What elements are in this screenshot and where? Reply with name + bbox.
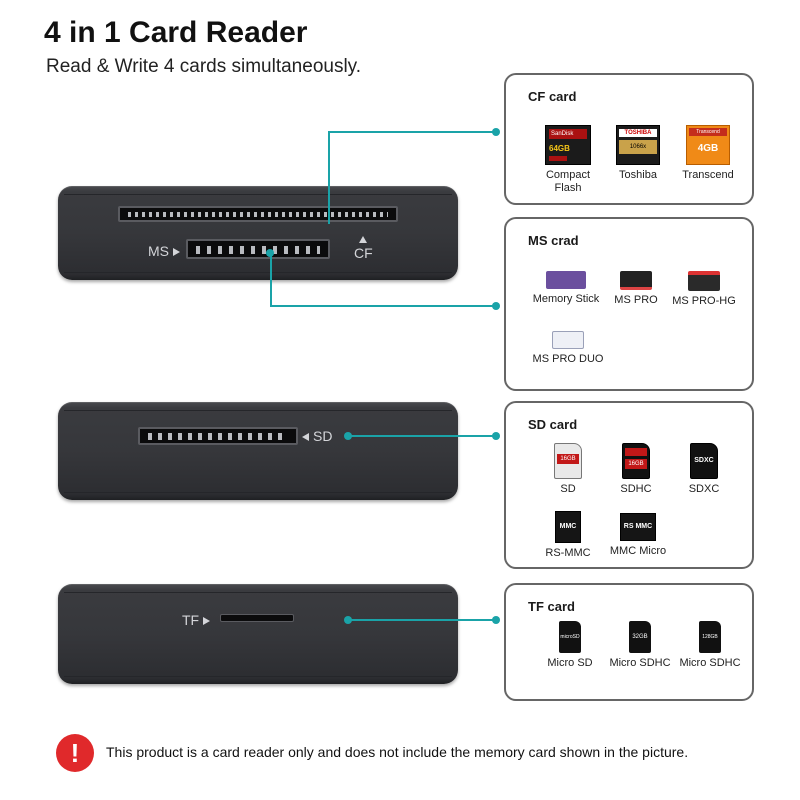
cf-slot-label: CF <box>354 236 373 261</box>
cf-card-icon: Transcend 4GB <box>686 125 730 165</box>
arrow-right-icon <box>203 617 211 626</box>
card-label: SD <box>560 483 576 495</box>
sd-slot-label: SD <box>302 428 332 444</box>
card-item-micro-sd: microSD Micro SD <box>534 621 606 670</box>
warning-icon: ! <box>56 734 94 772</box>
panel-title: SD card <box>528 417 578 432</box>
ms-card-panel: MS crad Memory Stick MS PRO MS PRO-HG MS… <box>504 217 754 391</box>
card-label: MS PRO <box>614 294 658 306</box>
cf-card-icon: SanDisk 64GB <box>545 125 591 165</box>
card-label: SDHC <box>620 483 652 495</box>
card-label: Micro SDHC <box>679 657 741 669</box>
card-item-ms-pro-hg: MS PRO-HG <box>664 271 744 308</box>
ms-slot <box>186 239 330 259</box>
reader-tf-device: TF <box>58 584 458 684</box>
tf-slot <box>220 614 294 622</box>
panel-title: MS crad <box>528 233 579 248</box>
card-item-ms-pro: MS PRO <box>600 271 672 307</box>
card-item-sdhc: 16GB SDHC <box>600 443 672 496</box>
sd-card-icon: 16GB <box>554 443 582 479</box>
card-label: RS-MMC <box>545 547 591 559</box>
card-item-memory-stick: Memory Stick <box>530 271 602 306</box>
cf-card-icon: TOSHIBA 1066x <box>616 125 660 165</box>
ms-slot-label: MS <box>148 243 180 259</box>
card-item-ms-pro-duo: MS PRO DUO <box>532 331 604 366</box>
memory-stick-icon <box>546 271 586 289</box>
cf-card-panel: CF card SanDisk 64GB Compact Flash TOSHI… <box>504 73 754 205</box>
arrow-left-icon <box>302 433 309 442</box>
card-label: SDXC <box>688 483 720 495</box>
tf-slot-label: TF <box>182 612 211 628</box>
card-item-mmc-micro: RS MMC MMC Micro <box>602 513 674 558</box>
card-item-sd: 16GB SD <box>532 443 604 496</box>
micro-sd-card-icon: microSD <box>559 621 581 653</box>
card-item-micro-sdhc: 32GB Micro SDHC <box>604 621 676 670</box>
card-label: Micro SDHC <box>609 657 671 669</box>
card-item-toshiba: TOSHIBA 1066x Toshiba <box>602 125 674 182</box>
sd-slot <box>138 427 298 445</box>
ms-pro-duo-icon <box>552 331 584 349</box>
card-label: Transcend <box>682 169 734 181</box>
disclaimer-text: This product is a card reader only and d… <box>106 744 689 760</box>
card-item-micro-sdhc-2: 128GB Micro SDHC <box>674 621 746 670</box>
card-label: MS PRO DUO <box>532 353 604 365</box>
tf-card-panel: TF card microSD Micro SD 32GB Micro SDHC… <box>504 583 754 701</box>
card-item-compact-flash: SanDisk 64GB Compact Flash <box>532 125 604 195</box>
arrow-up-icon <box>359 236 368 243</box>
card-label: Compact Flash <box>545 169 591 194</box>
arrow-right-icon <box>173 248 180 257</box>
card-label: Memory Stick <box>532 293 600 305</box>
ms-pro-hg-icon <box>688 271 720 291</box>
panel-title: TF card <box>528 599 575 614</box>
card-label: Micro SD <box>547 657 593 669</box>
card-label: MS PRO-HG <box>672 295 736 307</box>
micro-sdhc-card-icon: 128GB <box>699 621 721 653</box>
mmc-micro-card-icon: RS MMC <box>620 513 656 541</box>
micro-sdhc-card-icon: 32GB <box>629 621 651 653</box>
page-subtitle: Read & Write 4 cards simultaneously. <box>46 56 362 77</box>
sdhc-card-icon: 16GB <box>622 443 650 479</box>
sd-card-panel: SD card 16GB SD 16GB SDHC SDXC SDXC MMC … <box>504 401 754 569</box>
rs-mmc-card-icon: MMC <box>555 511 581 543</box>
panel-title: CF card <box>528 89 577 104</box>
page-title: 4 in 1 Card Reader <box>44 16 308 49</box>
cf-slot <box>118 206 398 222</box>
card-label: Toshiba <box>619 169 657 181</box>
card-item-rs-mmc: MMC RS-MMC <box>532 511 604 560</box>
card-item-sdxc: SDXC SDXC <box>668 443 740 496</box>
card-label: MMC Micro <box>609 545 667 557</box>
card-item-transcend: Transcend 4GB Transcend <box>672 125 744 182</box>
reader-sd-device: SD <box>58 402 458 500</box>
reader-cf-ms-device: MS CF <box>58 186 458 280</box>
sdxc-card-icon: SDXC <box>690 443 718 479</box>
ms-pro-icon <box>620 271 652 290</box>
